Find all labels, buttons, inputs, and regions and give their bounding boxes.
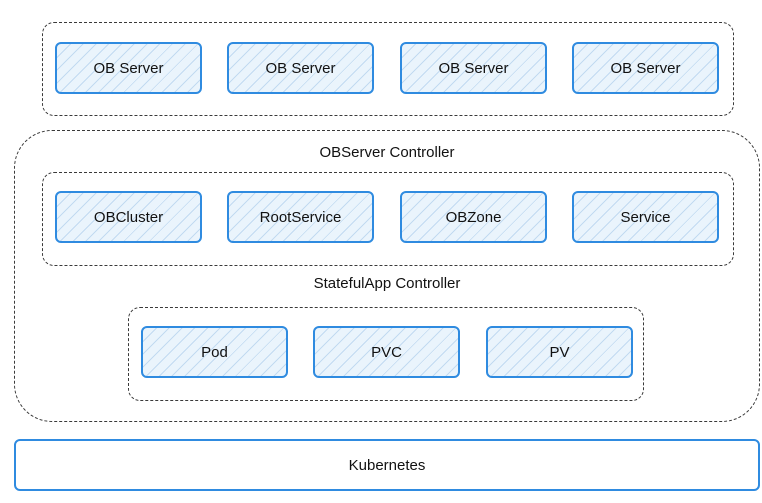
pod-node: Pod: [141, 326, 288, 378]
pod-label: Pod: [201, 343, 228, 361]
obcluster-node: OBCluster: [55, 191, 202, 243]
resource-group: [42, 172, 734, 266]
obzone-label: OBZone: [445, 208, 502, 226]
stateful-resource-group: [128, 307, 644, 401]
ob-server-label: OB Server: [93, 59, 164, 77]
observer-controller-title: OBServer Controller: [319, 144, 455, 161]
ob-server-node-1: OB Server: [55, 42, 202, 94]
service-node: Service: [572, 191, 719, 243]
pvc-node: PVC: [313, 326, 460, 378]
rootservice-node: RootService: [227, 191, 374, 243]
observer-controller-container: [14, 130, 760, 422]
ob-server-label: OB Server: [610, 59, 681, 77]
ob-server-label: OB Server: [438, 59, 509, 77]
pvc-label: PVC: [371, 343, 402, 361]
statefulapp-controller-title: StatefulApp Controller: [313, 275, 461, 292]
kubernetes-base: Kubernetes: [14, 439, 760, 491]
ob-server-node-3: OB Server: [400, 42, 547, 94]
kubernetes-label: Kubernetes: [348, 456, 426, 474]
pv-node: PV: [486, 326, 633, 378]
service-label: Service: [620, 208, 671, 226]
ob-server-label: OB Server: [265, 59, 336, 77]
ob-server-node-4: OB Server: [572, 42, 719, 94]
rootservice-label: RootService: [259, 208, 342, 226]
pv-label: PV: [549, 343, 570, 361]
obcluster-label: OBCluster: [93, 208, 164, 226]
ob-server-node-2: OB Server: [227, 42, 374, 94]
ob-server-group: [42, 22, 734, 116]
obzone-node: OBZone: [400, 191, 547, 243]
